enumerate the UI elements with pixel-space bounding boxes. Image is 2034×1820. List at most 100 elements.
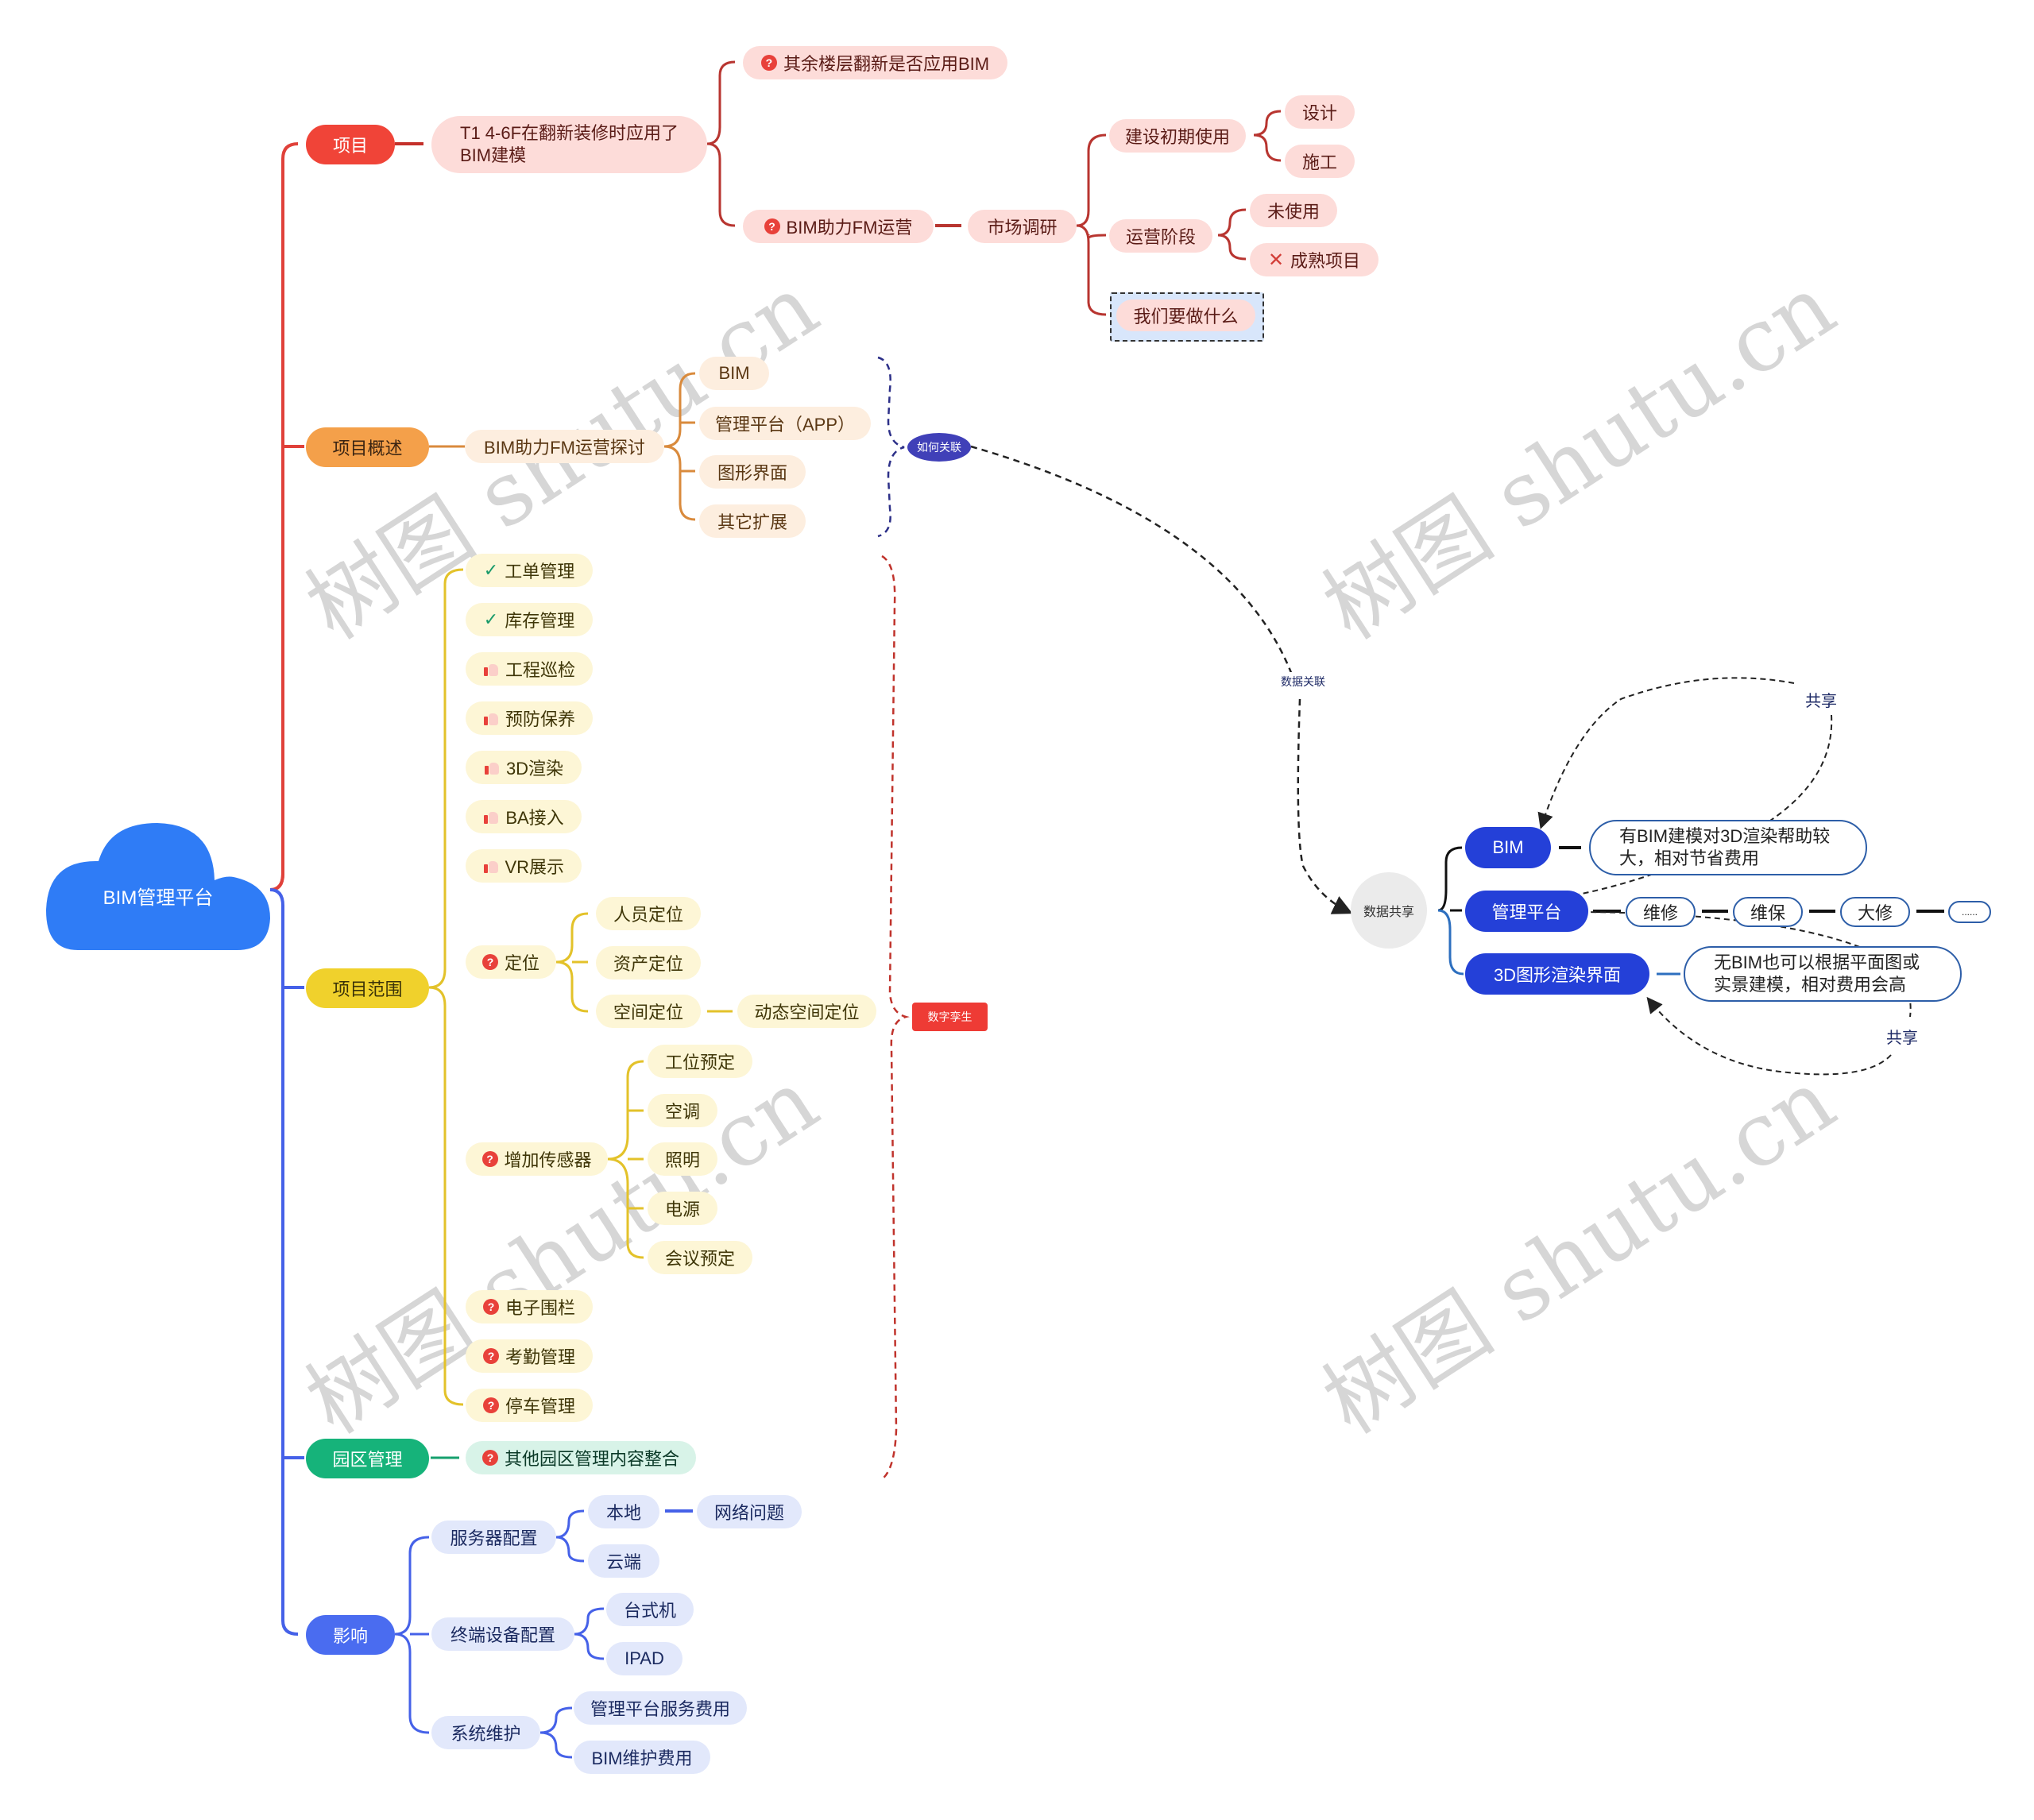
topic-park-integration[interactable]: ? 其他园区管理内容整合 [466, 1441, 696, 1474]
topic-lighting[interactable]: 照明 [648, 1142, 717, 1176]
topic-terminal-config[interactable]: 终端设备配置 [431, 1617, 574, 1651]
floating-topic-data-sharing[interactable]: 数据共享 [1351, 872, 1427, 949]
thumbs-up-icon [484, 759, 500, 775]
topic-desk-booking[interactable]: 工位预定 [648, 1045, 752, 1078]
relationship-label-share-top[interactable]: 共享 [1805, 688, 1837, 711]
topic-more[interactable]: ...... [1948, 901, 1991, 923]
topic-park[interactable]: 园区管理 [306, 1439, 429, 1478]
topic-platform-fee[interactable]: 管理平台服务费用 [574, 1691, 747, 1725]
topic-label: BA接入 [505, 808, 564, 828]
question-icon: ? [482, 1450, 498, 1466]
topic-parking[interactable]: ? 停车管理 [466, 1389, 593, 1422]
topic-label: 其他园区管理内容整合 [505, 1449, 680, 1469]
watermark: 树图 shutu.cn [1306, 255, 1852, 659]
topic-inventory[interactable]: ✓ 库存管理 [466, 603, 593, 636]
topic-bim-renovation[interactable]: T1 4-6F在翻新装修时应用了 BIM建模 [431, 116, 707, 173]
watermark: 树图 shutu.cn [1306, 1049, 1852, 1454]
topic-ac[interactable]: 空调 [648, 1094, 717, 1127]
topic-3d-render-ui[interactable]: 3D图形渲染界面 [1465, 953, 1649, 995]
question-icon: ? [764, 218, 780, 234]
topic-label: VR展示 [505, 857, 564, 877]
topic-attendance[interactable]: ? 考勤管理 [466, 1339, 593, 1373]
topic-overhaul[interactable]: 大修 [1840, 897, 1910, 927]
topic-graphic-ui[interactable]: 图形界面 [699, 455, 806, 489]
topic-people-pos[interactable]: 人员定位 [596, 897, 701, 930]
topic-local[interactable]: 本地 [588, 1495, 659, 1528]
thumbs-up-icon [483, 661, 499, 677]
topic-ipad[interactable]: IPAD [606, 1642, 683, 1675]
topic-vr[interactable]: VR展示 [466, 849, 582, 883]
topic-scope[interactable]: 项目范围 [306, 968, 429, 1008]
topic-dynamic-pos[interactable]: 动态空间定位 [737, 995, 876, 1028]
topic-label: 库存管理 [505, 611, 575, 631]
topic-platform-app[interactable]: 管理平台（APP） [699, 407, 871, 440]
topic-design[interactable]: 设计 [1285, 95, 1355, 129]
topic-inspection[interactable]: 工程巡检 [466, 652, 593, 686]
topic-unused[interactable]: 未使用 [1250, 194, 1337, 227]
thumbs-up-icon [483, 710, 499, 726]
question-icon: ? [760, 55, 777, 71]
note-bim-benefit[interactable]: 有BIM建模对3D渲染帮助较 大，相对节省费用 [1589, 820, 1867, 875]
topic-ops-stage[interactable]: 运营阶段 [1109, 219, 1212, 253]
topic-what-to-do[interactable]: 我们要做什么 [1116, 299, 1255, 331]
note-line: 无BIM也可以根据平面图或 [1714, 953, 1920, 972]
topic-e-fence[interactable]: ? 电子围栏 [466, 1290, 593, 1323]
topic-line: BIM建模 [460, 145, 527, 165]
topic-asset-pos[interactable]: 资产定位 [596, 946, 701, 980]
topic-bim[interactable]: BIM [699, 357, 769, 390]
topic-construction[interactable]: 施工 [1285, 145, 1355, 178]
summary-digital-twin[interactable]: 数字孪生 [912, 1003, 988, 1031]
thumbs-up-icon [483, 809, 499, 825]
topic-overview[interactable]: 项目概述 [306, 427, 429, 467]
root-cloud-icon [46, 823, 270, 950]
topic-bim-fee[interactable]: BIM维护费用 [574, 1741, 710, 1774]
topic-3d-render[interactable]: 3D渲染 [466, 751, 582, 784]
topic-platform-share[interactable]: 管理平台 [1465, 891, 1588, 932]
topic-other-ext[interactable]: 其它扩展 [699, 504, 806, 538]
topic-desktop[interactable]: 台式机 [606, 1593, 694, 1626]
topic-positioning[interactable]: ? 定位 [466, 945, 556, 979]
topic-power[interactable]: 电源 [648, 1192, 717, 1225]
question-icon: ? [483, 1397, 499, 1413]
topic-repair[interactable]: 维修 [1626, 897, 1696, 927]
topic-project[interactable]: 项目 [306, 125, 395, 164]
topic-market-research[interactable]: 市场调研 [968, 210, 1077, 243]
summary-how-to-link[interactable]: 如何关联 [907, 433, 971, 462]
topic-sensors[interactable]: ? 增加传感器 [466, 1142, 608, 1176]
topic-other-floors[interactable]: ? 其余楼层翻新是否应用BIM [743, 46, 1007, 79]
cross-icon: ✕ [1267, 249, 1285, 271]
note-no-bim[interactable]: 无BIM也可以根据平面图或 实景建模，相对费用会高 [1684, 946, 1962, 1002]
check-icon: ✓ [483, 609, 499, 629]
topic-bim-share[interactable]: BIM [1465, 827, 1551, 868]
thumbs-up-icon [483, 858, 498, 874]
topic-impact[interactable]: 影响 [306, 1615, 395, 1655]
topic-bim-fm-discussion[interactable]: BIM助力FM运营探讨 [465, 430, 664, 463]
topic-maintenance[interactable]: 预防保养 [466, 701, 593, 735]
topic-label: 考勤管理 [505, 1347, 576, 1367]
topic-work-order[interactable]: ✓ 工单管理 [466, 554, 593, 587]
topic-label: 工程巡检 [505, 660, 575, 680]
topic-bim-fm[interactable]: ? BIM助力FM运营 [743, 210, 934, 243]
topic-label: 电子围栏 [505, 1298, 576, 1318]
topic-upkeep[interactable]: 维保 [1733, 897, 1803, 927]
topic-server-config[interactable]: 服务器配置 [431, 1521, 556, 1554]
topic-label: 3D渲染 [505, 759, 564, 779]
question-icon: ? [482, 954, 498, 970]
topic-cloud[interactable]: 云端 [588, 1544, 659, 1578]
topic-early-use[interactable]: 建设初期使用 [1109, 119, 1246, 153]
topic-label: 停车管理 [505, 1397, 576, 1416]
topic-meeting-booking[interactable]: 会议预定 [648, 1241, 752, 1274]
topic-line: T1 4-6F在翻新装修时应用了 [460, 123, 679, 143]
check-icon: ✓ [483, 560, 499, 580]
topic-network[interactable]: 网络问题 [697, 1495, 802, 1528]
topic-sys-maintenance[interactable]: 系统维护 [431, 1716, 540, 1749]
topic-ba[interactable]: BA接入 [466, 800, 582, 833]
relationship-label-share-bottom[interactable]: 共享 [1886, 1025, 1918, 1048]
root-topic[interactable]: BIM管理平台 [102, 887, 214, 909]
topic-space-pos[interactable]: 空间定位 [596, 995, 701, 1028]
topic-label: 预防保养 [505, 709, 575, 729]
topic-mature[interactable]: ✕ 成熟项目 [1250, 243, 1379, 276]
relationship-label-data-link[interactable]: 数据关联 [1278, 672, 1328, 691]
